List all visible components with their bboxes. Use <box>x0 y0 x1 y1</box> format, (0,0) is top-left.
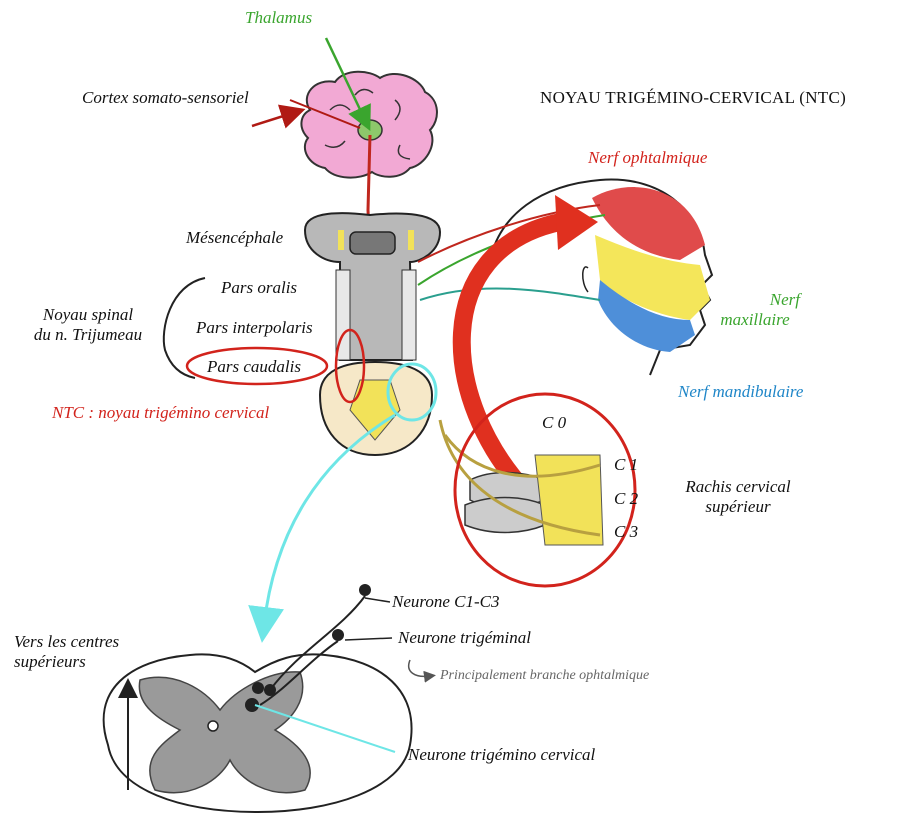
label-c1: C 1 <box>614 455 639 474</box>
neuron-icon <box>245 584 393 712</box>
nerve-teal <box>419 287 601 301</box>
nerve-red <box>417 204 601 263</box>
label-principalement: Principalement branche ophtalmique <box>440 668 650 683</box>
cortex-arrow <box>251 104 306 129</box>
label-nerf-ophtalmique: Nerf ophtalmique <box>588 148 708 167</box>
label-vers-centres-line1: Vers les centres <box>14 632 120 651</box>
label-mesencephale: Mésencéphale <box>186 228 284 247</box>
label-vers-centres-line2: supérieurs <box>14 652 86 672</box>
pars-caudalis-circle <box>334 328 366 404</box>
big-red-arrowhead <box>555 195 598 250</box>
label-neurone-trigeminal: Neurone trigéminal <box>398 628 531 647</box>
label-nerf-maxillaire-line2: maxillaire <box>720 310 790 330</box>
label-c0: C 0 <box>542 413 567 432</box>
label-nerf-maxillaire: Nerf maxillaire <box>700 290 810 331</box>
label-rachis: Rachis cervical supérieur <box>668 477 808 518</box>
pars-caudalis-label-circle <box>185 346 329 386</box>
label-ntc: NTC : noyau trigémino cervical <box>52 403 270 422</box>
cervical-spine-icon <box>438 419 604 546</box>
cyan-arrow <box>248 413 396 643</box>
label-pars-oralis: Pars oralis <box>221 278 298 297</box>
label-rachis-line2: supérieur <box>705 497 771 517</box>
label-pars-caudalis: Pars caudalis <box>207 357 301 376</box>
label-rachis-line1: Rachis cervical <box>685 477 791 496</box>
label-nerf-mandibulaire: Nerf mandibulaire <box>678 382 804 401</box>
label-pars-interpolaris: Pars interpolaris <box>196 318 313 337</box>
label-noyau-spinal: Noyau spinal du n. Trijumeau <box>18 305 158 346</box>
label-nerf-maxillaire-line1: Nerf <box>769 290 800 309</box>
label-vers-centres: Vers les centres supérieurs <box>14 632 119 673</box>
page-title: NOYAU TRIGÉMINO-CERVICAL (NTC) <box>540 88 847 107</box>
label-c3: C 3 <box>614 522 639 541</box>
label-noyau-spinal-line1: Noyau spinal <box>42 305 134 324</box>
spinal-cord-section-icon <box>102 653 413 814</box>
branch-arrow <box>408 659 436 683</box>
label-cortex: Cortex somato-sensoriel <box>82 88 249 107</box>
thalamus-arrow <box>324 37 371 132</box>
rachis-circle <box>453 392 637 588</box>
big-red-arrow <box>452 213 562 499</box>
label-c2: C 2 <box>614 489 639 508</box>
head-profile-icon <box>489 178 714 376</box>
label-neurone-c1c3: Neurone C1-C3 <box>392 592 500 611</box>
noyau-spinal-bracket <box>162 277 206 379</box>
label-neurone-trigemino-cervical: Neurone trigémino cervical <box>408 745 596 764</box>
label-thalamus: Thalamus <box>245 8 313 27</box>
brainstem-icon <box>303 212 442 361</box>
trigemino-cervical-pointer <box>254 704 396 753</box>
ntc-circle <box>386 362 438 422</box>
label-noyau-spinal-line2: du n. Trijumeau <box>33 325 143 345</box>
